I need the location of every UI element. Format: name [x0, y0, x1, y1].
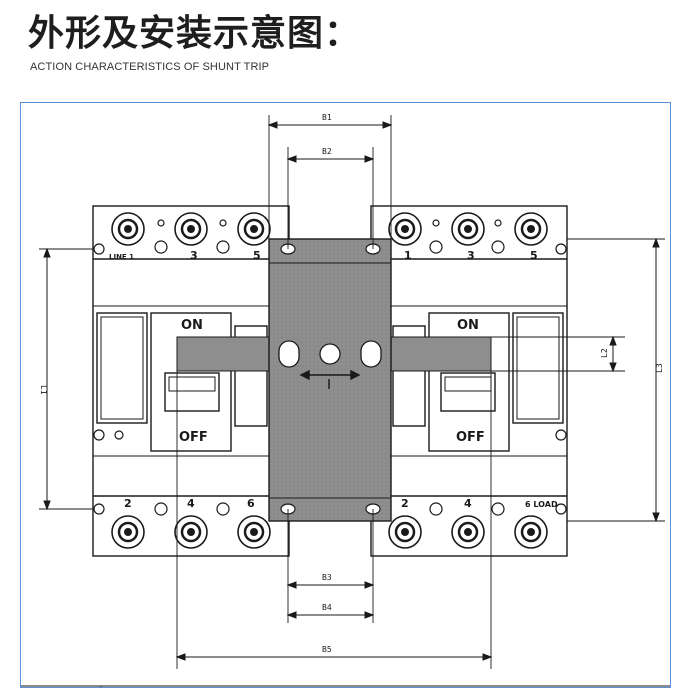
left-bottom-terminals	[93, 429, 271, 549]
right-top-terminals	[388, 212, 567, 255]
dim-b2	[286, 155, 375, 163]
right-bottom-terminals	[388, 429, 567, 549]
right-terminal-label-2: 2	[401, 497, 409, 510]
dim-label-b1: B1	[322, 113, 332, 122]
right-off-label: OFF	[456, 430, 485, 445]
right-breaker	[370, 205, 568, 557]
bottom-table-edge	[21, 685, 670, 687]
slide-direction-arrow	[299, 369, 361, 389]
dim-l3	[652, 237, 660, 523]
terminal-screw	[388, 212, 422, 246]
dim-label-b3: B3	[322, 573, 332, 582]
left-terminal-label-1: LINE 1	[109, 253, 134, 261]
page-subtitle: ACTION CHARACTERISTICS OF SHUNT TRIP	[30, 61, 270, 73]
interlock-diagram: LINE 1 3 5 2 4 6 ON OFF 1 3 5 2 4 6 LOAD…	[21, 113, 670, 687]
right-terminal-label-3: 3	[467, 249, 475, 262]
terminal-screw	[237, 212, 271, 246]
left-off-label: OFF	[179, 430, 208, 445]
dim-l1	[43, 247, 51, 511]
dim-b1	[267, 121, 393, 129]
dim-b4	[286, 611, 375, 619]
extension-lines	[39, 115, 665, 669]
dim-label-b2: B2	[322, 147, 332, 156]
terminal-screw	[514, 515, 548, 549]
terminal-screw	[451, 515, 485, 549]
dim-l2	[609, 335, 617, 373]
terminal-screw	[388, 515, 422, 549]
page-title: 外形及安装示意图：	[28, 13, 362, 54]
terminal-screw	[237, 515, 271, 549]
left-terminal-label-3: 3	[190, 249, 198, 262]
dim-label-l3: L3	[655, 363, 664, 373]
right-terminal-label-4: 4	[464, 497, 472, 510]
dim-b5	[175, 653, 493, 661]
dim-label-b4: B4	[322, 603, 332, 612]
left-terminal-label-6: 6	[247, 497, 255, 510]
left-terminal-label-5: 5	[253, 249, 261, 262]
terminal-screw	[111, 515, 145, 549]
right-terminal-label-5: 5	[530, 249, 538, 262]
right-terminal-label-6: 6 LOAD	[525, 500, 558, 509]
left-on-label: ON	[181, 318, 203, 333]
terminal-screw	[111, 212, 145, 246]
plate-slots	[278, 340, 382, 368]
left-breaker	[92, 205, 290, 557]
dim-b3	[286, 581, 375, 589]
dim-label-l1: L1	[39, 385, 48, 395]
terminal-screw	[174, 212, 208, 246]
diagram-frame: LINE 1 3 5 2 4 6 ON OFF 1 3 5 2 4 6 LOAD…	[20, 102, 671, 688]
terminal-screw	[451, 212, 485, 246]
left-top-terminals	[93, 212, 271, 255]
right-on-label: ON	[457, 318, 479, 333]
left-terminal-label-2: 2	[124, 497, 132, 510]
terminal-screw	[514, 212, 548, 246]
dim-label-b5: B5	[322, 645, 332, 654]
interlock-plate	[268, 238, 392, 522]
terminal-screw	[174, 515, 208, 549]
dim-label-l2: L2	[600, 348, 609, 358]
right-terminal-label-1: 1	[404, 249, 412, 262]
left-terminal-label-4: 4	[187, 497, 195, 510]
